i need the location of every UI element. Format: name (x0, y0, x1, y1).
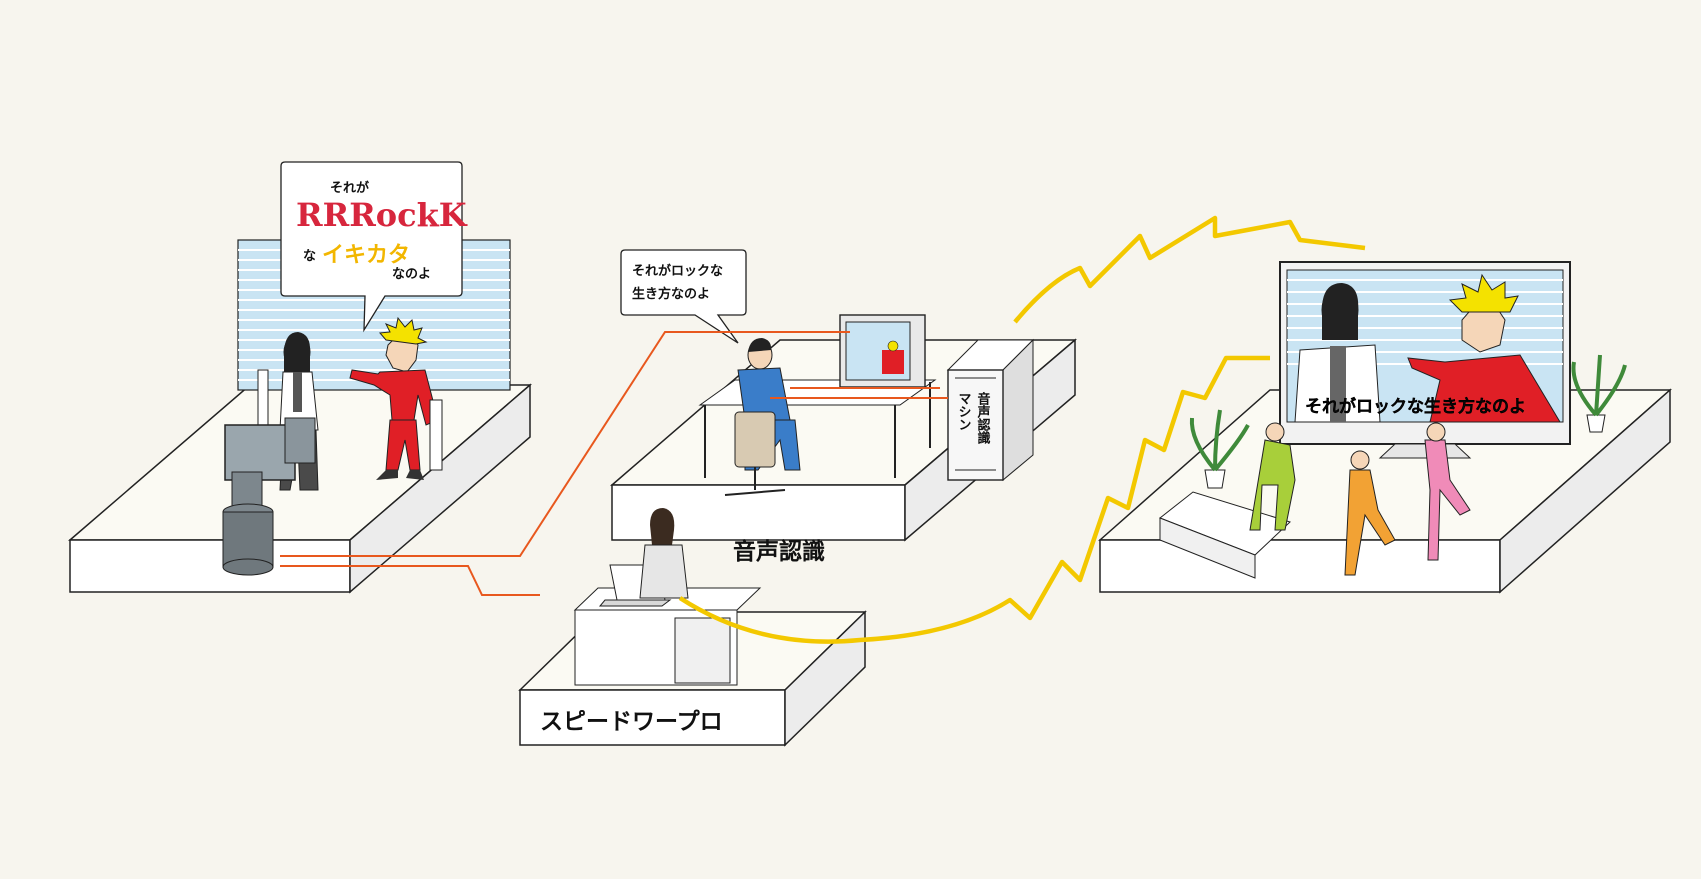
living-room: それがロックな生き方なのよ (1098, 261, 1672, 594)
speech-bubble-line2: 生き方なのよ (632, 286, 710, 302)
studio-bubble-rock: RRRockK (296, 196, 468, 234)
studio-bubble-nanoyo: なのよ (392, 267, 431, 282)
speech-room-bubble: それがロックな 生き方なのよ (620, 249, 747, 344)
speech-room-label: 音声認識 (733, 538, 825, 565)
tv-caption: それがロックな生き方なのよ (1305, 396, 1526, 417)
wave-from-typing-room (678, 355, 1270, 644)
studio-bubble-na: な (303, 249, 316, 264)
speech-bubble-line1: それがロックな (632, 263, 723, 279)
tv-camera (222, 417, 316, 576)
studio-speech-bubble: それが RRRockK な イキカタ なのよ (280, 161, 468, 333)
wire-camera-to-speech (280, 331, 850, 557)
signal-wires (280, 331, 948, 596)
wire-camera-to-typing (280, 565, 540, 596)
studio-bubble-line1: それが (330, 180, 369, 196)
machine-label-line1: 音声認識 (975, 391, 992, 445)
speech-recognition-room: 音声認識 それがロックな 生き方なのよ (609, 249, 1078, 565)
studio-platform: それが RRRockK な イキカタ なのよ (67, 161, 533, 594)
speech-operator (724, 338, 801, 496)
studio-guest-rocker (349, 316, 443, 480)
studio-bubble-ikata: イキカタ (322, 243, 410, 268)
plant-left (1189, 409, 1250, 489)
typing-room-label: スピードワープロ (540, 709, 723, 735)
machine-label-line2: マシン (956, 392, 971, 431)
living-room-sofa (1159, 491, 1291, 579)
speech-recognition-machine: 音声認識 マシン (946, 338, 1035, 482)
plant-right (1571, 354, 1627, 433)
broadcast-waves (678, 215, 1366, 644)
wave-from-speech-room (1013, 215, 1366, 324)
speech-room-monitor (839, 314, 926, 388)
viewers-dancing (1249, 422, 1471, 576)
speed-typing-room: スピードワープロ (518, 508, 867, 747)
living-room-tv: それがロックな生き方なのよ (1279, 261, 1571, 459)
typist (639, 508, 689, 599)
